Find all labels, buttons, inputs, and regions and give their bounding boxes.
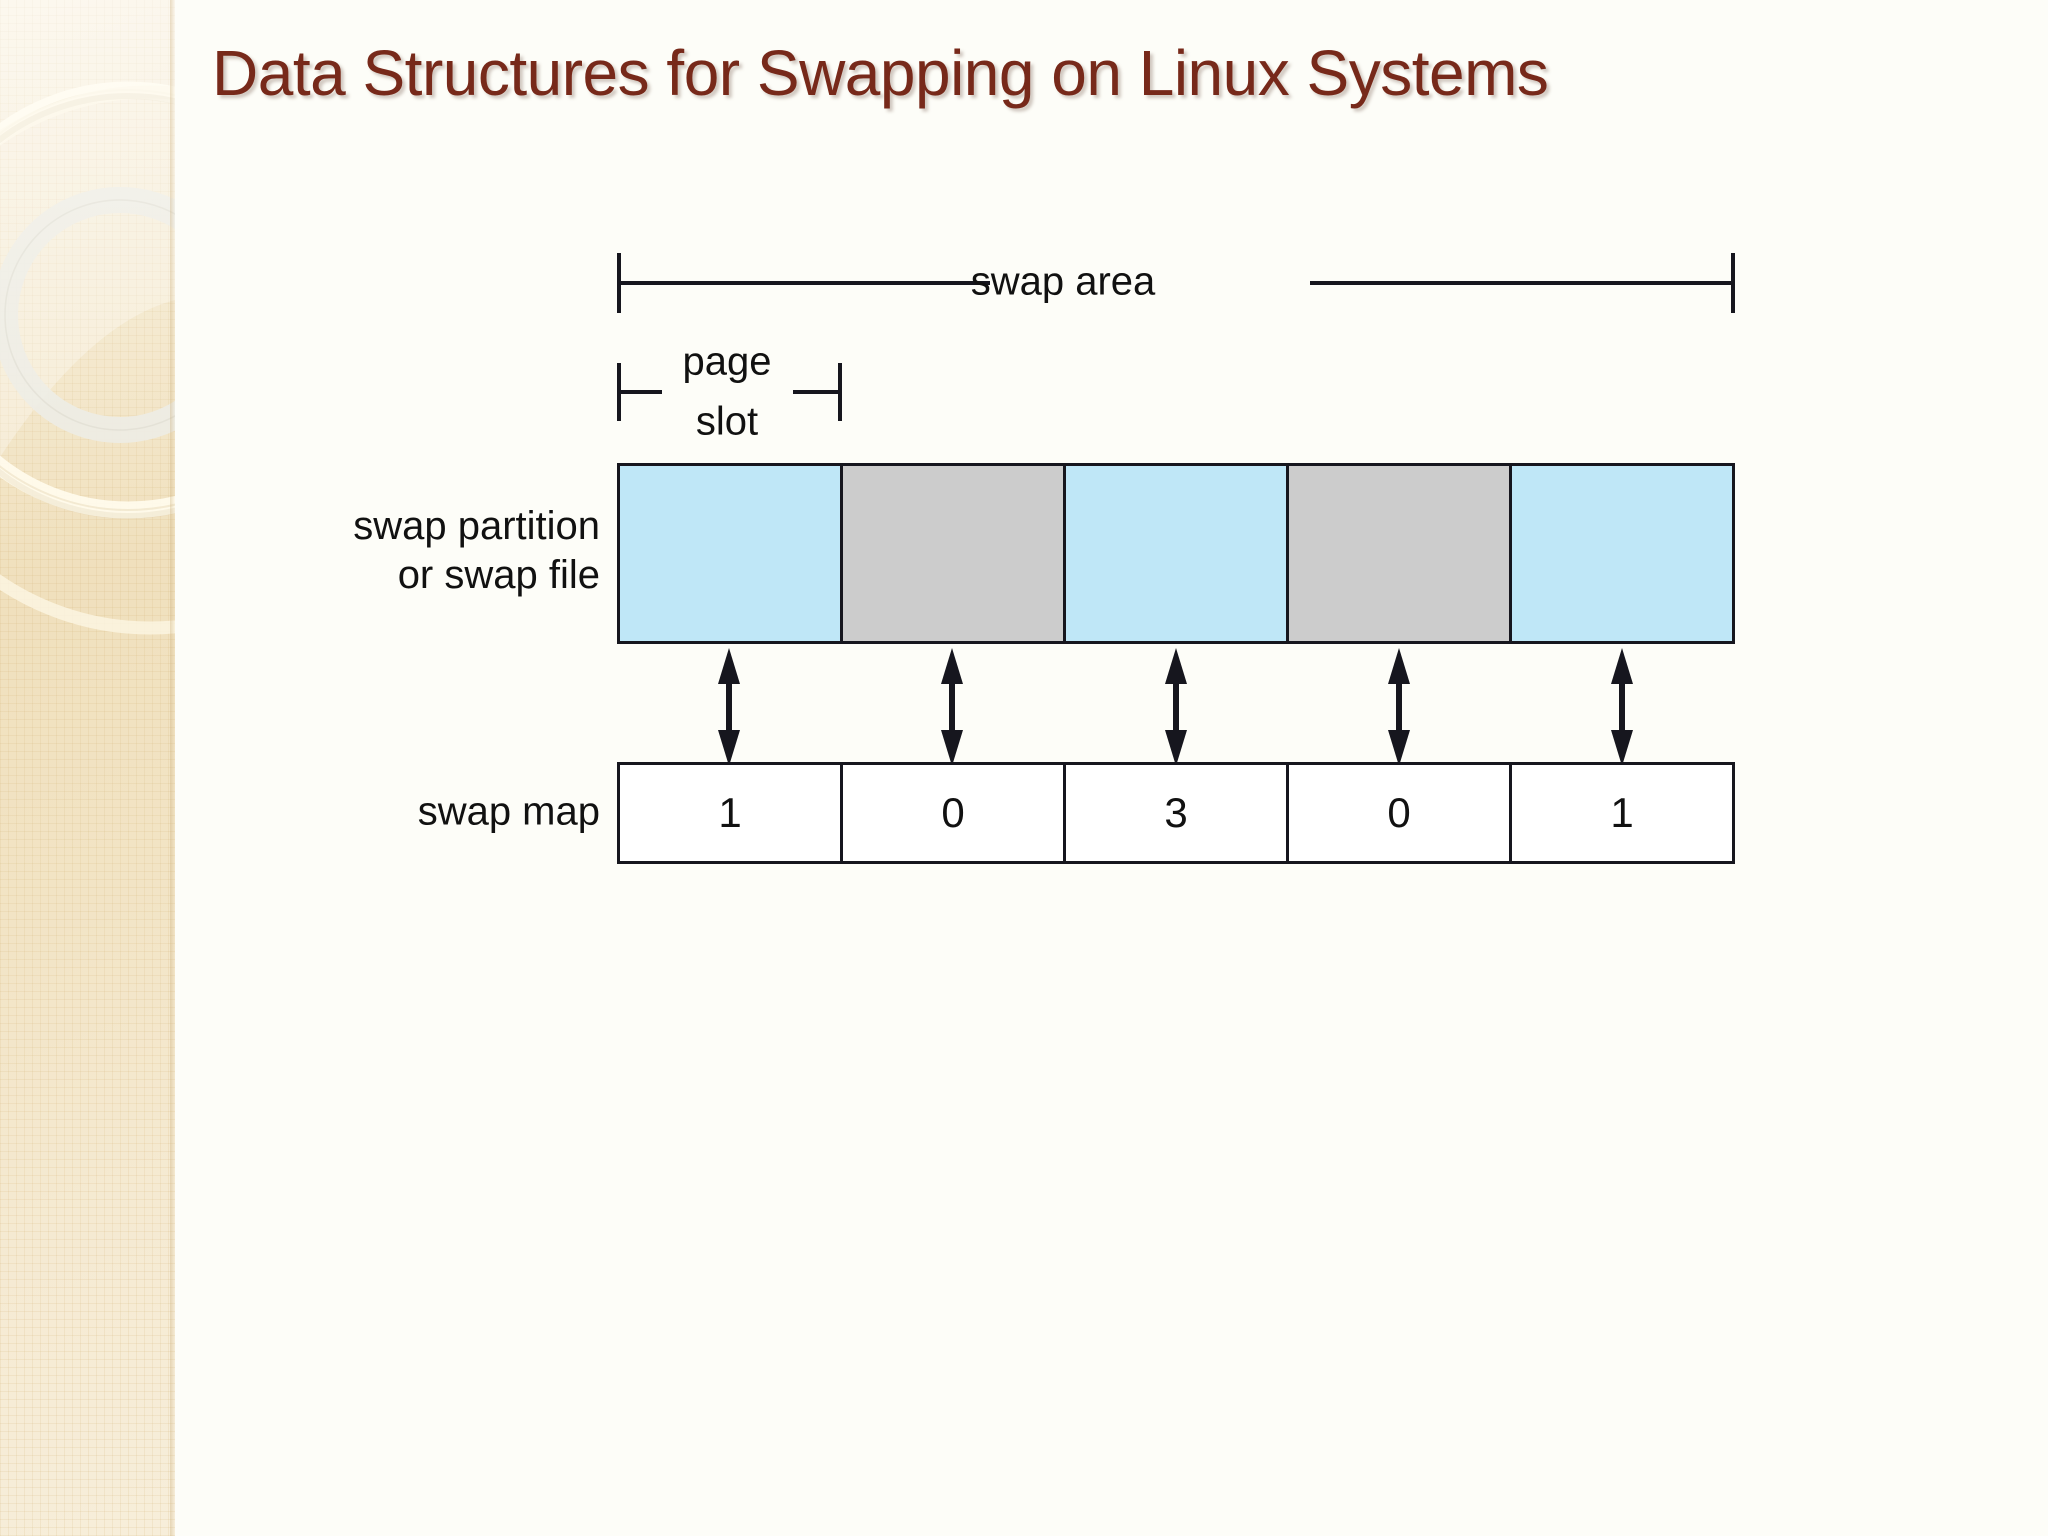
page-slot-cell[interactable] xyxy=(1066,466,1289,641)
slot-map-arrow xyxy=(1611,648,1633,766)
decorative-sidebar xyxy=(0,0,175,1536)
slot-map-arrow xyxy=(718,648,740,766)
page-slot-cell[interactable] xyxy=(1512,466,1732,641)
swap-partition-label-line1: swap partition xyxy=(353,504,600,549)
page-slot-cell[interactable] xyxy=(843,466,1066,641)
sidebar-top-highlight xyxy=(0,0,175,560)
swap-map-label: swap map xyxy=(417,789,600,834)
page-slot-label-top: page xyxy=(682,339,772,384)
slot-map-arrow xyxy=(1165,648,1187,766)
slot-map-arrow xyxy=(1388,648,1410,766)
swap-map-row: 1 0 3 0 1 xyxy=(617,762,1735,864)
swap-map-cell[interactable]: 1 xyxy=(620,765,843,861)
swap-partition-row xyxy=(617,463,1735,644)
page-title: Data Structures for Swapping on Linux Sy… xyxy=(212,37,1549,109)
swap-area-label: swap area xyxy=(970,259,1156,304)
slot-map-arrow xyxy=(941,648,963,766)
page-slot-cell[interactable] xyxy=(620,466,843,641)
sidebar-rings-graphic xyxy=(0,0,175,635)
page-slot-label-bottom: slot xyxy=(695,399,759,444)
page-slot-cell[interactable] xyxy=(1289,466,1512,641)
swap-map-cell[interactable]: 0 xyxy=(843,765,1066,861)
swap-partition-label: swap partition or swap file xyxy=(353,502,600,600)
swap-partition-label-line2: or swap file xyxy=(397,553,600,597)
sidebar-right-edge xyxy=(170,0,175,1536)
swap-map-cell[interactable]: 3 xyxy=(1066,765,1289,861)
slot-map-arrows xyxy=(718,648,1633,766)
swap-map-cell[interactable]: 1 xyxy=(1610,789,1634,836)
swap-map-cell[interactable]: 0 xyxy=(1289,765,1512,861)
